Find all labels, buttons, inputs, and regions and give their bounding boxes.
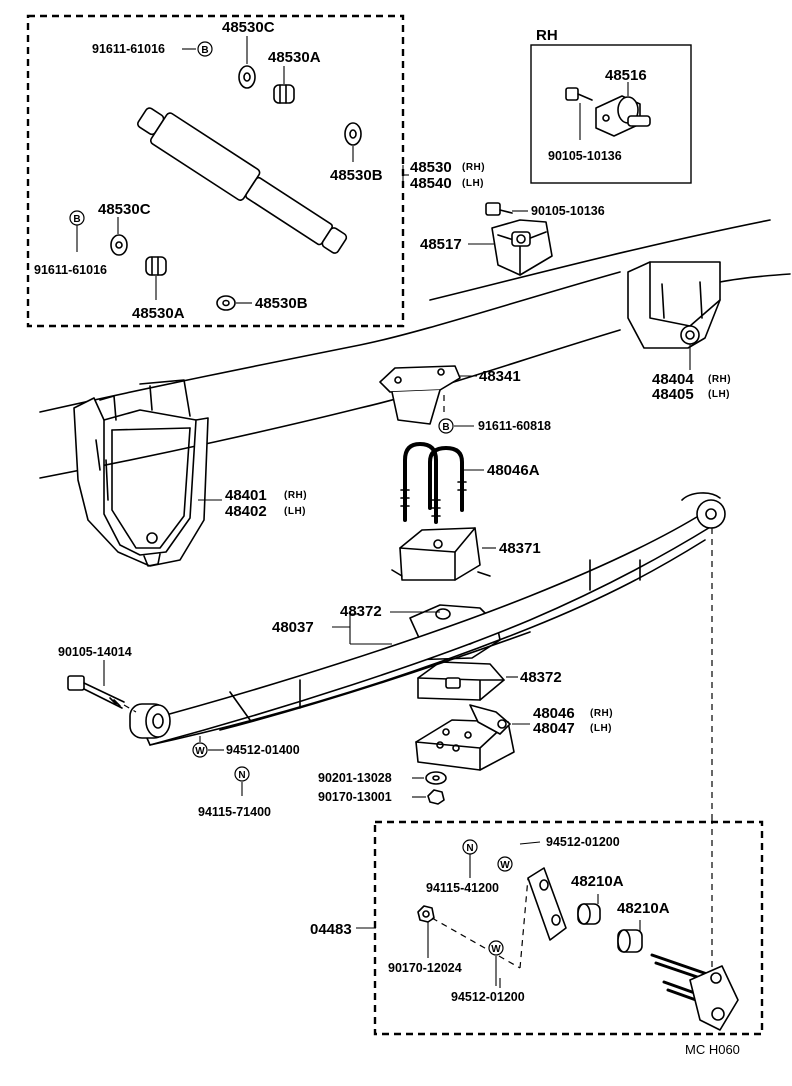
- bolt-symbol-91611-61016-top: B: [197, 41, 213, 57]
- bushing-48530A-top: [273, 84, 295, 104]
- label-48210A-left: 48210A: [571, 873, 624, 890]
- svg-text:B: B: [442, 422, 449, 433]
- label-48540-lh: 48540: [410, 175, 452, 192]
- spacer-48372-bottom: [417, 661, 505, 701]
- tag-48401-rh: (RH): [284, 490, 307, 501]
- bushing-48530B-right: [344, 122, 362, 146]
- bushing-48210A-left: [577, 903, 601, 925]
- svg-text:B: B: [73, 214, 80, 225]
- frame-rail: [39, 219, 791, 479]
- label-90105-10136-rh: 90105-10136: [548, 149, 622, 163]
- shackle-plate: [519, 867, 567, 969]
- bushing-48210A-right: [617, 929, 643, 953]
- bushing-48530B-bottom: [216, 295, 236, 311]
- bolt-90105-10136: [485, 202, 513, 216]
- label-48516: 48516: [605, 67, 647, 84]
- label-94512-01400: 94512-01400: [226, 743, 300, 757]
- nut-symbol-94115-41200: N: [462, 839, 478, 855]
- label-48210A-right: 48210A: [617, 900, 670, 917]
- tag-48402-lh: (LH): [284, 506, 306, 517]
- label-48530C-top: 48530C: [222, 19, 275, 36]
- svg-text:N: N: [466, 843, 473, 854]
- washer-symbol-94512-01400: W: [192, 742, 208, 758]
- nut-90170-12024: [417, 905, 435, 923]
- label-48405-lh: 48405: [652, 386, 694, 403]
- nut-90170-13001: [427, 789, 445, 805]
- tag-48530-rh: (RH): [462, 162, 485, 173]
- label-48530A-bottom: 48530A: [132, 305, 185, 322]
- svg-text:W: W: [491, 944, 501, 955]
- label-48404-rh: 48404: [652, 371, 694, 388]
- label-48046-rh: 48046: [533, 705, 575, 722]
- tag-48047-lh: (LH): [590, 723, 612, 734]
- bump-stop-48341: [379, 365, 461, 425]
- hanger-48404: [627, 261, 721, 349]
- label-90105-14014: 90105-14014: [58, 645, 132, 659]
- washer-symbol-94512-01200-bottom: W: [488, 940, 504, 956]
- bushing-48530C-top: [238, 65, 256, 89]
- label-48046A: 48046A: [487, 462, 540, 479]
- label-48530B-right: 48530B: [330, 167, 383, 184]
- shackle-assembly: [650, 953, 739, 1031]
- shock-absorber: [137, 107, 348, 254]
- spring-seat-48371: [391, 527, 491, 581]
- svg-text:W: W: [195, 746, 205, 757]
- label-90170-12024: 90170-12024: [388, 961, 462, 975]
- tag-48540-lh: (LH): [462, 178, 484, 189]
- label-94115-41200: 94115-41200: [426, 881, 499, 895]
- label-48530B-bottom: 48530B: [255, 295, 308, 312]
- tag-48046-rh: (RH): [590, 708, 613, 719]
- label-90170-13001: 90170-13001: [318, 790, 392, 804]
- tag-48404-rh: (RH): [708, 374, 731, 385]
- svg-text:N: N: [238, 770, 245, 781]
- label-48047-lh: 48047: [533, 720, 575, 737]
- tag-48405-lh: (LH): [708, 389, 730, 400]
- label-48402-lh: 48402: [225, 503, 267, 520]
- label-48517: 48517: [420, 236, 462, 253]
- svg-text:W: W: [500, 860, 510, 871]
- bolt-90105-14014: [67, 675, 125, 709]
- washer-symbol-94512-01200-top: W: [497, 856, 513, 872]
- bracket-48517: [491, 219, 553, 276]
- label-48401-rh: 48401: [225, 487, 267, 504]
- bolt-symbol-91611-60818: B: [438, 418, 454, 434]
- label-48530C-left: 48530C: [98, 201, 151, 218]
- bushing-48530C-left: [110, 234, 128, 256]
- u-bolt-48046A: [400, 442, 467, 524]
- label-48341: 48341: [479, 368, 521, 385]
- rh-detail-box: [530, 44, 692, 184]
- label-90201-13028: 90201-13028: [318, 771, 392, 785]
- label-91611-60818: 91611-60818: [478, 419, 551, 433]
- washer-90201-13028: [425, 771, 447, 785]
- label-91611-61016-left: 91611-61016: [34, 263, 107, 277]
- spring-plate-48046: [415, 704, 515, 771]
- bolt-symbol-91611-61016-left: B: [69, 210, 85, 226]
- label-48530A-top: 48530A: [268, 49, 321, 66]
- label-48372-bottom: 48372: [520, 669, 562, 686]
- svg-text:B: B: [201, 45, 208, 56]
- label-48371: 48371: [499, 540, 541, 557]
- label-94115-71400: 94115-71400: [198, 805, 271, 819]
- label-90105-10136: 90105-10136: [531, 204, 605, 218]
- label-04483: 04483: [310, 921, 352, 938]
- diagram-code: MC H060: [685, 1042, 740, 1057]
- rh-box-title: RH: [536, 27, 558, 44]
- label-94512-01200-bottom: 94512-01200: [451, 990, 525, 1004]
- label-94512-01200-top: 94512-01200: [546, 835, 620, 849]
- bushing-48530A-bottom: [145, 256, 167, 276]
- bracket-48516: [595, 95, 651, 137]
- label-91611-61016-top: 91611-61016: [92, 42, 165, 56]
- bolt-90105-10136-rh: [565, 87, 593, 101]
- label-48530-rh: 48530: [410, 159, 452, 176]
- label-48037: 48037: [272, 619, 314, 636]
- nut-symbol-94115-71400: N: [234, 766, 250, 782]
- leaf-spring: [129, 492, 726, 746]
- label-48372-top: 48372: [340, 603, 382, 620]
- bracket-48401: [73, 379, 209, 567]
